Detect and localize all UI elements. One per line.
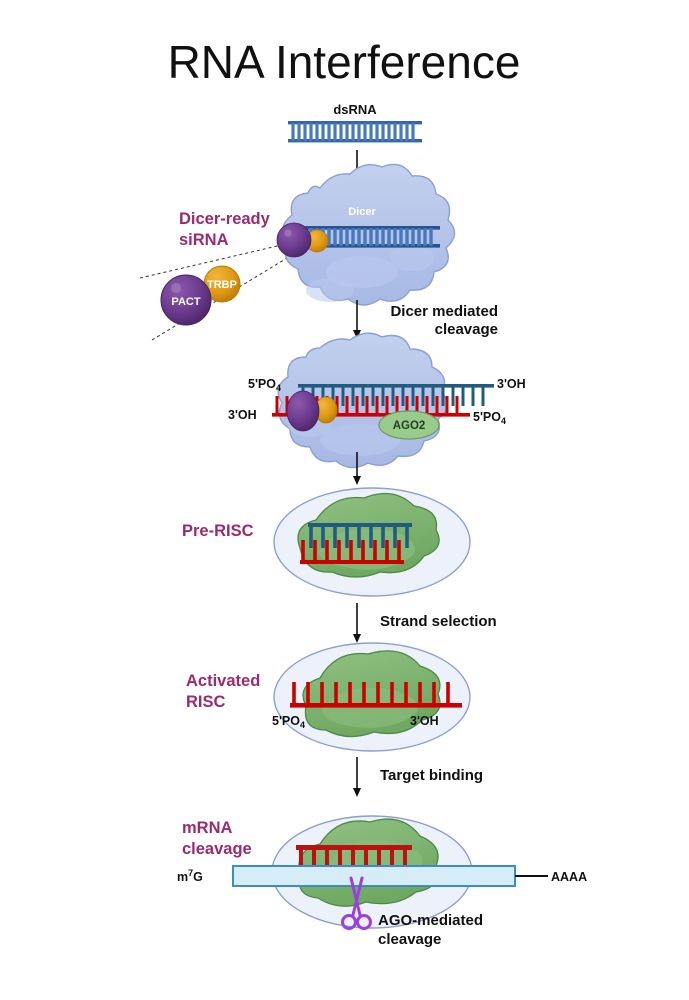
- arrow-4: Strand selection: [353, 603, 497, 643]
- dicer-ready-sirna-label-line2: siRNA: [179, 231, 229, 249]
- dsrna-label: dsRNA: [333, 102, 377, 117]
- cofactor-callout: TRBP PACT: [160, 265, 241, 326]
- ago-mediated-cleavage-label-line2: cleavage: [378, 931, 441, 948]
- mrna-cleavage-label-line2: cleavage: [182, 840, 252, 858]
- stage-activated-risc: Activated RISC 5'PO4 3'OH: [186, 642, 471, 752]
- stage-dicer-loading: Dicer-ready siRNA TRBP PACT Dicer: [139, 163, 456, 341]
- arrow-5: Target binding: [353, 757, 483, 797]
- trbp-label: TRBP: [207, 279, 237, 291]
- dicer-complex-label: Dicer: [348, 206, 376, 218]
- ago2-label: AGO2: [393, 420, 426, 432]
- process-label-target-binding: Target binding: [380, 767, 483, 784]
- bound-cofactors: [276, 222, 329, 258]
- pre-risc-guide-strand: [300, 540, 404, 564]
- mrna-transcript: AAAA m7G: [177, 865, 587, 887]
- dsrna-duplex: [288, 121, 422, 143]
- mrna-cleavage-label-line1: mRNA: [182, 819, 233, 837]
- label-3oh-top-right: 3'OH: [497, 377, 526, 391]
- label-3oh-bottom-left: 3'OH: [228, 408, 257, 422]
- stage-mrna-cleavage: mRNA cleavage AAAA m7G: [177, 815, 587, 948]
- arrow-2: Dicer mediated cleavage: [353, 300, 498, 339]
- activated-risc-guide-strand: [290, 682, 462, 708]
- callout-leader-lines: [139, 242, 293, 341]
- ago2-blob: AGO2: [378, 410, 440, 440]
- stage-dicer-cleavage: AGO2 5'PO4 3'OH 3'OH 5'PO4: [228, 332, 526, 469]
- process-label-dicer-cleavage-line2: cleavage: [435, 321, 498, 338]
- stage-pre-risc: Pre-RISC: [182, 487, 471, 597]
- mrna-cap-label: m7G: [177, 868, 203, 884]
- process-label-strand-selection: Strand selection: [380, 613, 497, 630]
- bound-cofactors-2: [286, 390, 338, 432]
- label-5po4-bottom-right: 5'PO4: [473, 410, 506, 426]
- ago-mediated-cleavage-label-line1: AGO-mediated: [378, 912, 483, 929]
- arrow-3: [353, 452, 361, 485]
- page-title: RNA Interference: [168, 36, 521, 88]
- stage-dsrna: dsRNA: [288, 102, 422, 143]
- dicer-cloud: Dicer: [282, 163, 456, 306]
- label-3oh-activated-right: 3'OH: [410, 714, 439, 728]
- label-5po4-top-left: 5'PO4: [248, 377, 281, 393]
- pre-risc-label: Pre-RISC: [182, 522, 254, 540]
- pact-label: PACT: [171, 296, 200, 308]
- activated-risc-label-line2: RISC: [186, 693, 226, 711]
- process-label-dicer-cleavage-line1: Dicer mediated: [390, 303, 498, 320]
- polya-tail-label: AAAA: [551, 870, 587, 884]
- activated-risc-label-line1: Activated: [186, 672, 260, 690]
- pre-risc-passenger-strand: [308, 523, 412, 548]
- dicer-ready-sirna-label-line1: Dicer-ready: [179, 210, 271, 228]
- label-5po4-activated-left: 5'PO4: [272, 714, 305, 730]
- scissors-icon: [341, 876, 372, 930]
